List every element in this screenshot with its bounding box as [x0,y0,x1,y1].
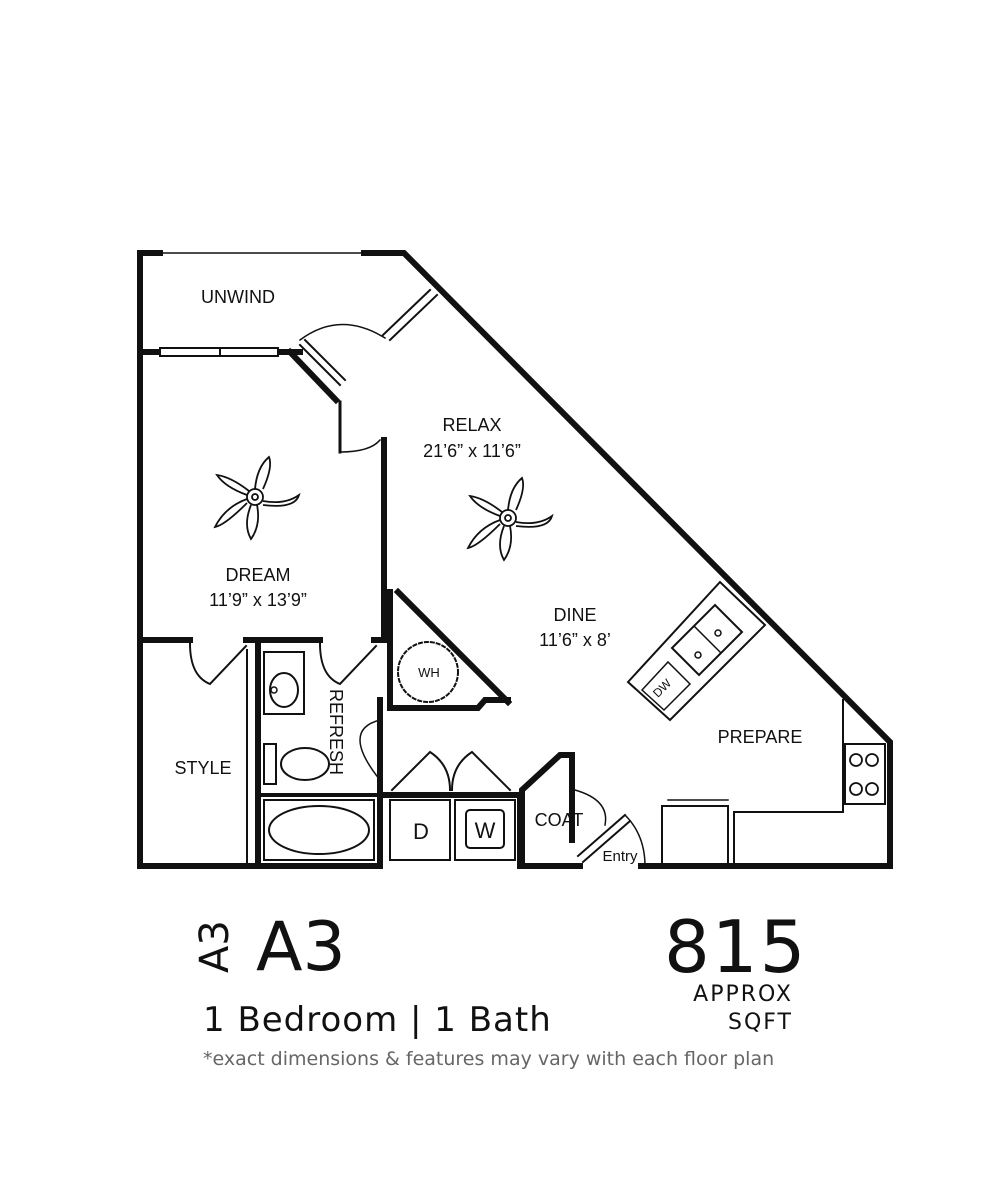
closet-door-swing [188,642,248,686]
room-label-style: STYLE [174,758,231,778]
burner-2 [865,753,879,767]
bedroom-door-swing [339,438,382,453]
room-label-relax: RELAX [442,415,501,435]
plan-code: A3 [256,908,346,987]
disclaimer: *exact dimensions & features may vary wi… [203,1048,775,1070]
room-label-prepare: PREPARE [718,727,803,747]
fixture-label-water-heater: WH [418,665,440,680]
room-label-coat: COAT [535,810,584,830]
patio-door-panel [298,338,347,387]
patio-window-glass [381,288,439,342]
room-label-refresh: REFRESH [326,689,346,775]
water-heater-closet-diagonal [393,587,513,707]
burner-4 [865,782,879,796]
kitchen-counter-east [733,699,844,867]
ceiling-fan-living [466,476,554,562]
room-dims-dine: 11’6” x 8’ [539,630,611,650]
sqft-unit-label: SQFT [728,1010,793,1035]
room-dims-dream: 11’9” x 13’9” [209,590,307,610]
room-label-dream: DREAM [225,565,290,585]
room-label-dine: DINE [553,605,596,625]
dishwasher-outline [640,660,692,712]
refrigerator [661,805,729,867]
kitchen-sink [670,603,744,677]
beds-baths: 1 Bedroom | 1 Bath [203,1000,552,1040]
bathtub [263,799,375,861]
sink-drain-a [694,651,702,659]
approx-label: APPROX [693,982,793,1007]
range-cooktop [844,743,886,805]
bath-faucet [270,686,278,694]
coat-door-swing [574,789,607,826]
plan-code-rotated: A3 [192,920,238,973]
laundry-door-swing-left [390,750,452,792]
bedroom-wall-diagonal [285,347,341,405]
entry-door-leaf [576,813,632,864]
dryer [389,799,451,861]
room-dims-relax: 21’6” x 11’6” [423,441,521,461]
ceiling-fan-bedroom [213,455,301,541]
bath-vanity [263,651,305,715]
laundry-door-swing-right [450,750,512,792]
burner-3 [849,782,863,796]
bathtub-basin [268,805,370,855]
square-footage: 815 [664,905,808,989]
water-heater-closet-wall [387,589,511,711]
toilet-tank [263,743,277,785]
burner-1 [849,753,863,767]
fixture-label-washer: W [475,818,496,843]
bath-door-swing [318,642,378,686]
exterior-wall-north [361,250,893,869]
room-label-unwind: UNWIND [201,287,275,307]
coat-closet-wall [519,752,575,869]
fixture-label-dryer: D [413,819,429,844]
water-heater [397,641,459,703]
sink-drain-b [714,629,722,637]
entry-door-swing [623,813,646,867]
washer [454,799,516,861]
room-label-entry: Entry [602,848,638,865]
toilet-bowl [280,747,330,781]
laundry-closet-wall [383,792,523,869]
bath-sink-bowl [269,672,299,708]
fixture-label-dishwasher: DW [650,676,675,701]
patio-door-swing [298,323,387,342]
hall-bath-door-swing [359,719,382,782]
washer-lid [465,809,505,849]
sink-divider [692,624,723,655]
kitchen-island [626,580,767,722]
